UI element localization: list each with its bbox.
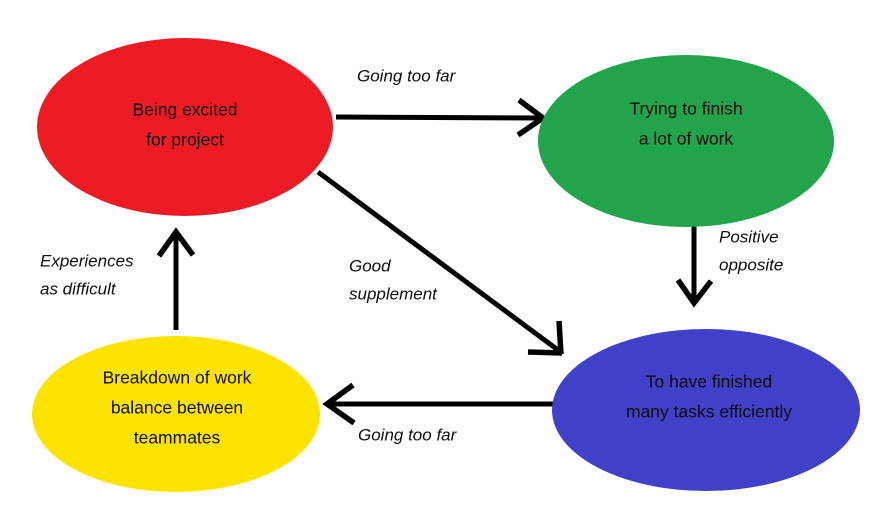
node-breakdown-of-work[interactable]: Breakdown of work balance between teamma…	[32, 336, 320, 492]
arrowhead-barb-vertical	[556, 320, 564, 355]
node-ellipse-green[interactable]	[538, 55, 834, 227]
edge-label-going-too-far-bottom: Going too far	[358, 425, 458, 444]
edge-label-experiences-as-difficult: Experiences as difficult	[40, 251, 134, 298]
arrow-excited-to-trying-to-finish	[335, 97, 548, 138]
node-trying-to-finish[interactable]: Trying to finish a lot of work	[538, 55, 834, 227]
node-label-line: a lot of work	[639, 129, 734, 149]
edge-label-positive-opposite: Positive opposite	[719, 227, 783, 274]
node-ellipse-blue[interactable]	[552, 329, 860, 491]
edge-label-going-too-far-top: Going too far	[357, 66, 457, 85]
node-label-line: many tasks efficiently	[626, 402, 792, 422]
node-label-line: To have finished	[646, 372, 772, 392]
arrowhead	[675, 278, 714, 308]
edge-label-line: supplement	[349, 284, 438, 303]
arrowhead	[516, 97, 548, 138]
edge-line	[316, 169, 564, 356]
node-label-line: balance between	[111, 398, 243, 418]
node-label-line: Being excited	[132, 100, 237, 120]
arrowhead	[156, 227, 196, 258]
node-label-line: teammates	[134, 428, 221, 448]
node-to-have-finished[interactable]: To have finished many tasks efficiently	[552, 329, 860, 491]
node-label-line: Trying to finish	[629, 99, 742, 119]
edge-label-line: Good	[349, 256, 391, 275]
edge-line	[335, 114, 544, 121]
edge-label-line: opposite	[719, 255, 783, 274]
arrowhead-barb-horizontal	[527, 349, 563, 356]
node-ellipse-yellow[interactable]	[32, 336, 320, 492]
edge-label-good-supplement: Good supplement	[349, 256, 438, 303]
node-label-line: for project	[146, 130, 224, 150]
node-ellipse-red[interactable]	[37, 38, 333, 216]
edge-label-line: Going too far	[358, 425, 458, 444]
edge-label-line: as difficult	[40, 279, 117, 298]
arrowhead	[322, 382, 356, 426]
edge-label-line: Positive	[719, 227, 779, 246]
arrow-trying-to-finish-to-finished-tasks	[675, 222, 714, 308]
node-being-excited[interactable]: Being excited for project	[37, 38, 333, 216]
edge-label-line: Experiences	[40, 251, 134, 270]
edge-label-line: Going too far	[357, 66, 457, 85]
arrow-excited-to-finished-tasks	[316, 169, 564, 356]
node-label-line: Breakdown of work	[103, 368, 252, 388]
arrow-breakdown-to-excited	[156, 227, 196, 330]
arrow-finished-tasks-to-breakdown	[322, 382, 553, 426]
